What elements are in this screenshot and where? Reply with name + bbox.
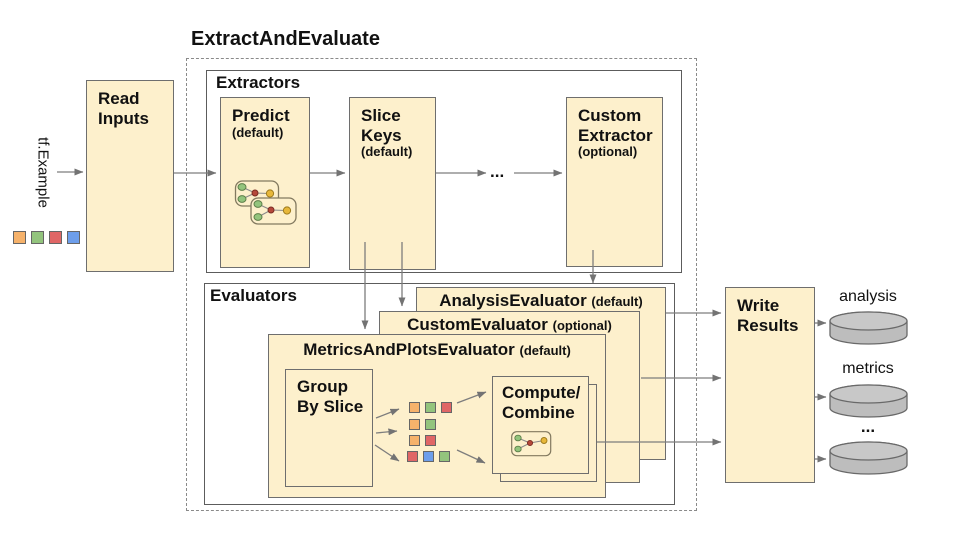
read-inputs-label-line1: Read: [98, 89, 140, 108]
metrics-output-label: metrics: [842, 360, 894, 377]
custom-evaluator-label: CustomEvaluator: [407, 315, 548, 334]
group-by-slice-label-line2: By Slice: [297, 396, 364, 416]
database-cylinder-icon: [829, 311, 908, 345]
compute-combine-box: Compute/ Combine: [492, 376, 589, 474]
database-cylinder-icon: [829, 384, 908, 418]
metrics-and-plots-evaluator-label: MetricsAndPlotsEvaluator: [303, 340, 515, 359]
custom-extractor-qualifier: (optional): [578, 144, 638, 160]
input-example-squares: [13, 231, 80, 244]
slice-row-squares: [409, 402, 452, 413]
write-results-box: Write Results: [725, 287, 815, 483]
compute-combine-label-line1: Compute/: [502, 383, 581, 402]
slice-keys-extractor-box: Slice Keys (default): [349, 97, 436, 270]
slice-row-squares: [409, 435, 436, 446]
analysis-evaluator-qualifier: (default): [591, 294, 643, 309]
extract-and-evaluate-container: [186, 58, 697, 511]
custom-extractor-label-line1: Custom: [578, 106, 642, 125]
slice-row-squares: [407, 451, 450, 462]
custom-evaluator-qualifier: (optional): [552, 318, 612, 333]
diagram-title: ExtractAndEvaluate: [191, 28, 380, 50]
group-by-slice-label-line1: Group: [297, 377, 348, 396]
custom-extractor-box: Custom Extractor (optional): [566, 97, 663, 267]
analysis-evaluator-label: AnalysisEvaluator: [439, 291, 587, 310]
slice-keys-label-line1: Slice: [361, 106, 401, 125]
slice-keys-label-line2: Keys: [361, 125, 402, 145]
database-cylinder-icon: [829, 441, 908, 475]
read-inputs-box: Read Inputs: [86, 80, 174, 272]
predict-qualifier: (default): [232, 124, 284, 140]
extractors-ellipsis: ...: [490, 162, 505, 181]
metrics-and-plots-evaluator-qualifier: (default): [519, 343, 571, 358]
evaluators-section-label: Evaluators: [210, 286, 297, 305]
custom-extractor-label-line2: Extractor: [578, 125, 653, 145]
write-results-label-line2: Results: [737, 315, 799, 335]
slice-keys-qualifier: (default): [361, 144, 413, 160]
predict-label: Predict: [232, 106, 290, 125]
model-graph-icon: [511, 431, 552, 457]
read-inputs-label-line2: Inputs: [98, 108, 149, 128]
slice-row-squares: [409, 419, 436, 430]
group-by-slice-box: Group By Slice: [285, 369, 373, 487]
write-results-label-line1: Write: [737, 296, 780, 315]
outputs-ellipsis: ...: [860, 417, 876, 436]
extractors-section-label: Extractors: [216, 73, 301, 92]
analysis-output-label: analysis: [839, 288, 897, 305]
predict-extractor-box: Predict (default): [220, 97, 310, 268]
input-format-label: tf.Example: [34, 137, 52, 208]
model-graph-icon: [234, 180, 297, 225]
compute-combine-label-line2: Combine: [502, 402, 575, 422]
